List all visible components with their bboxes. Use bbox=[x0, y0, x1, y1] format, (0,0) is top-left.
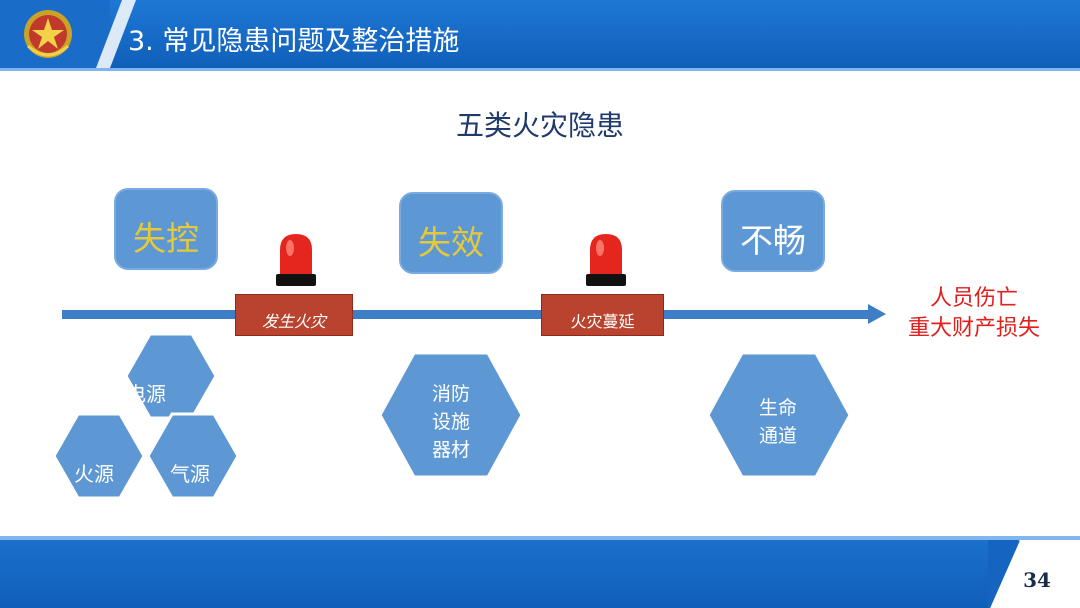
hex-fire-label: 火源 bbox=[74, 462, 114, 486]
result-line1: 人员伤亡 bbox=[929, 286, 1018, 311]
event-fire-occurs: 发生火灾 bbox=[235, 294, 353, 336]
footer-topline bbox=[0, 536, 1080, 540]
result-line2: 重大财产损失 bbox=[907, 316, 1040, 341]
hex-facility-line3: 器材 bbox=[431, 439, 470, 461]
hex-electric-label: 电源 bbox=[126, 382, 166, 406]
hex-facility-label: 消防 设施 器材 bbox=[420, 380, 482, 464]
box-shixiao: 失效 bbox=[399, 192, 503, 274]
event-fire-spreads-label: 火灾蔓延 bbox=[570, 312, 635, 331]
section-heading: 五类火灾隐患 bbox=[455, 109, 624, 142]
hex-facility-line1: 消防 bbox=[431, 383, 470, 405]
timeline-arrow-head bbox=[868, 304, 886, 324]
facility-hexagon bbox=[378, 351, 524, 479]
box-buchang-label: 不畅 bbox=[740, 221, 806, 260]
event-fire-spreads: 火灾蔓延 bbox=[541, 294, 664, 336]
footer-page-area bbox=[988, 540, 1080, 608]
hex-passage-line2: 通道 bbox=[758, 425, 797, 447]
result-text: 人员伤亡 重大财产损失 bbox=[884, 284, 1064, 344]
box-shikong: 失控 bbox=[114, 188, 218, 270]
page-number: 34 bbox=[1023, 568, 1051, 592]
fire-emblem-icon bbox=[22, 6, 74, 62]
passage-hexagon bbox=[706, 351, 852, 479]
box-buchang: 不畅 bbox=[721, 190, 825, 272]
alarm-light-icon bbox=[274, 232, 318, 288]
alarm-light-icon bbox=[584, 232, 628, 288]
page-title: 3. 常见隐患问题及整治措施 bbox=[128, 26, 460, 57]
header-underline bbox=[0, 68, 1080, 71]
box-shixiao-label: 失效 bbox=[418, 223, 484, 262]
header-bar bbox=[0, 0, 1080, 68]
hex-facility-line2: 设施 bbox=[431, 411, 470, 433]
timeline-arrow-line bbox=[62, 310, 874, 319]
footer-bar bbox=[0, 540, 1080, 608]
hex-passage-label: 生命 通道 bbox=[747, 394, 809, 450]
ignition-hexagon-cluster bbox=[52, 332, 240, 500]
event-fire-occurs-label: 发生火灾 bbox=[261, 312, 326, 331]
hex-gas-label: 气源 bbox=[170, 462, 210, 486]
box-shikong-label: 失控 bbox=[133, 219, 199, 258]
hex-passage-line1: 生命 bbox=[758, 397, 797, 419]
